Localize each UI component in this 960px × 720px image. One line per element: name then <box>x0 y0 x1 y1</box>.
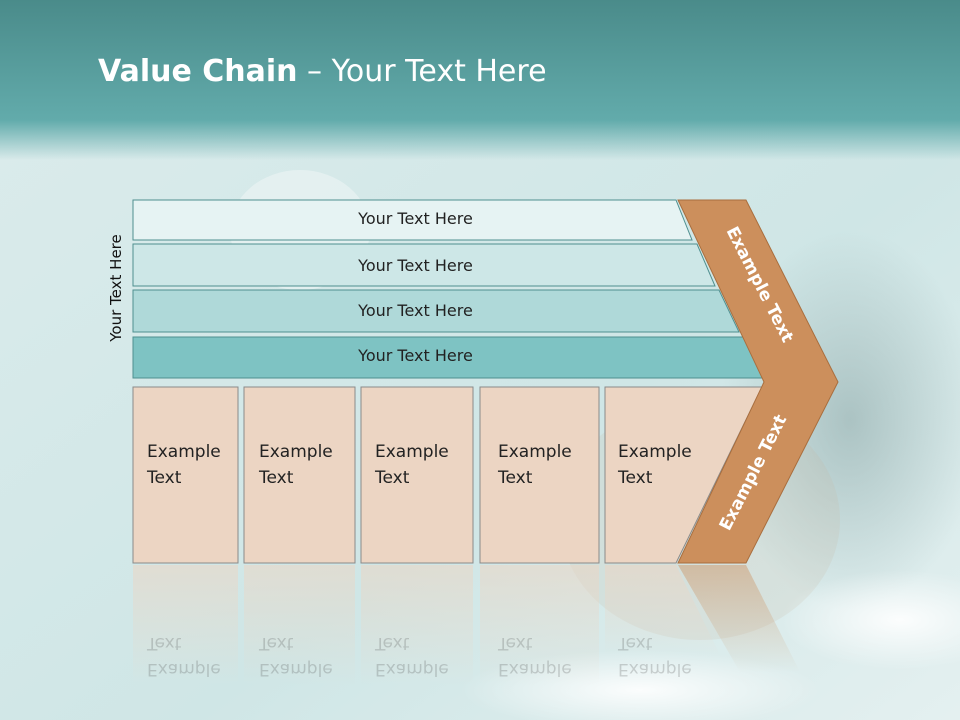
box-text-1: Example Text <box>147 439 221 491</box>
box-reflection-text-3: Example Text <box>375 630 449 682</box>
box-text-2: Example Text <box>259 439 333 491</box>
row-label-1: Your Text Here <box>358 209 473 228</box>
chevron-shape <box>677 199 839 564</box>
box-text-1-line2: Text <box>147 468 182 488</box>
row-shape-3 <box>132 289 740 333</box>
box-reflection-text-3-line2: Text <box>375 633 410 653</box>
box-text-4-line2: Text <box>498 468 533 488</box>
box-text-3: Example Text <box>375 439 449 491</box>
box-text-4-line1: Example <box>498 442 572 462</box>
box-text-1-line1: Example <box>147 442 221 462</box>
box-text-5-line1: Example <box>618 442 692 462</box>
row-shape-2 <box>132 243 716 287</box>
box-shape-5 <box>604 386 763 564</box>
box-shape-4 <box>479 386 600 564</box>
box-reflection-text-1: Example Text <box>147 630 221 682</box>
title-rest: – Your Text Here <box>297 54 547 89</box>
box-reflection-text-1-line2: Text <box>147 633 182 653</box>
reflection-3 <box>361 565 473 685</box>
box-reflection-text-3-line1: Example <box>375 659 449 679</box>
row-label-3: Your Text Here <box>358 301 473 320</box>
row-label-2: Your Text Here <box>358 256 473 275</box>
slide-title: Value Chain – Your Text Here <box>98 54 547 89</box>
box-reflection-text-4-line2: Text <box>498 633 533 653</box>
box-text-5-line2: Text <box>618 468 653 488</box>
box-text-3-line2: Text <box>375 468 410 488</box>
reflection-chevron <box>678 565 800 672</box>
box-text-2-line1: Example <box>259 442 333 462</box>
box-text-3-line1: Example <box>375 442 449 462</box>
title-bold: Value Chain <box>98 54 298 89</box>
box-shape-1 <box>132 386 239 564</box>
row-shape-1 <box>132 199 693 241</box>
box-reflection-text-5: Example Text <box>618 630 692 682</box>
box-text-2-line2: Text <box>259 468 294 488</box>
reflection-2 <box>244 565 355 685</box>
box-text-5: Example Text <box>618 439 692 491</box>
box-reflection-text-5-line2: Text <box>618 633 653 653</box>
reflection-4 <box>480 565 599 685</box>
reflection-5 <box>605 565 720 655</box>
box-reflection-text-2-line2: Text <box>259 633 294 653</box>
box-reflection-text-4-line1: Example <box>498 659 572 679</box>
box-reflection-text-2-line1: Example <box>259 659 333 679</box>
box-shape-2 <box>243 386 356 564</box>
row-label-4: Your Text Here <box>358 346 473 365</box>
box-reflection-text-4: Example Text <box>498 630 572 682</box>
box-reflection-text-5-line1: Example <box>618 659 692 679</box>
box-reflection-text-1-line1: Example <box>147 659 221 679</box>
box-shape-3 <box>360 386 474 564</box>
box-text-4: Example Text <box>498 439 572 491</box>
reflection-1 <box>133 565 238 685</box>
box-reflection-text-2: Example Text <box>259 630 333 682</box>
